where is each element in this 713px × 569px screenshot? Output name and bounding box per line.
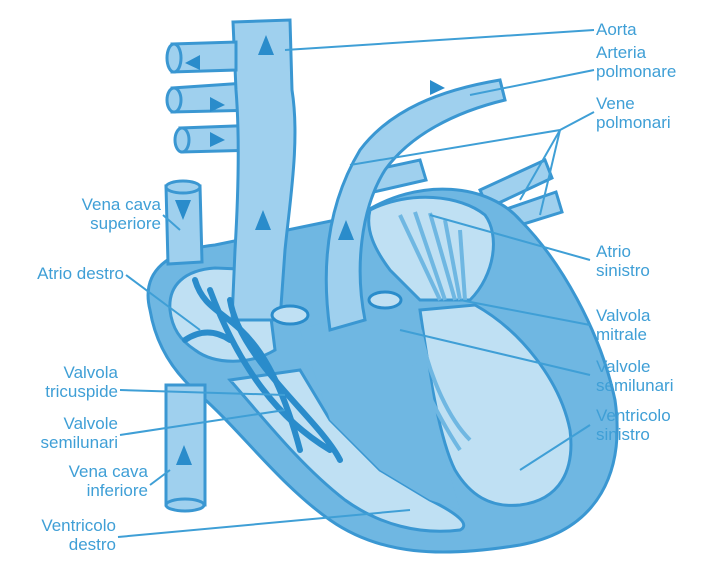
inferior-vena-cava bbox=[166, 385, 205, 505]
label-ventricolo-sinistro: Ventricolo sinistro bbox=[596, 406, 671, 444]
label-valvole-semilunari-right: Valvole semilunari bbox=[596, 357, 673, 395]
label-arteria-polmonare: Arteria polmonare bbox=[596, 43, 676, 81]
label-aorta: Aorta bbox=[596, 20, 637, 39]
superior-vena-cava bbox=[166, 186, 202, 264]
label-ventricolo-destro: Ventricolo destro bbox=[0, 516, 116, 554]
label-valvola-tricuspide: Valvola tricuspide bbox=[0, 363, 118, 401]
inferior-vena-cava-opening bbox=[166, 499, 204, 511]
label-valvola-mitrale: Valvola mitrale bbox=[596, 306, 651, 344]
label-valvole-semilunari-left: Valvole semilunari bbox=[0, 414, 118, 452]
label-atrio-destro: Atrio destro bbox=[0, 264, 124, 283]
label-vene-polmonari: Vene polmonari bbox=[596, 94, 671, 132]
superior-vena-cava-opening bbox=[166, 181, 200, 193]
aorta-branch-top-opening bbox=[167, 44, 181, 72]
label-atrio-sinistro: Atrio sinistro bbox=[596, 242, 650, 280]
label-vena-cava-inferiore: Vena cava inferiore bbox=[0, 462, 148, 500]
label-vena-cava-superiore: Vena cava superiore bbox=[0, 195, 161, 233]
